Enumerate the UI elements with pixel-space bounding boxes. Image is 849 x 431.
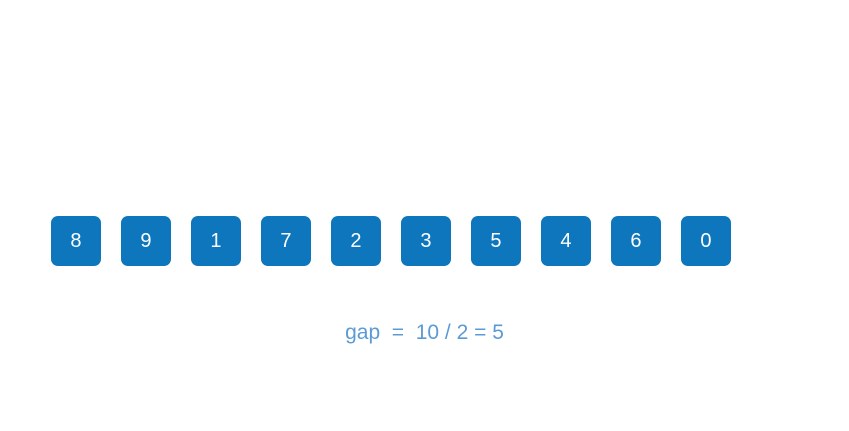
array-cell-2[interactable]: 1 [191, 216, 241, 266]
array-container: 8 9 1 7 2 3 5 4 6 0 [51, 216, 731, 266]
array-cell-value: 5 [490, 230, 502, 252]
array-cell-3[interactable]: 7 [261, 216, 311, 266]
array-cell-value: 6 [630, 230, 642, 252]
array-cell-4[interactable]: 2 [331, 216, 381, 266]
array-cell-value: 4 [560, 230, 572, 252]
array-cell-0[interactable]: 8 [51, 216, 101, 266]
array-cell-value: 9 [140, 230, 152, 252]
array-cell-value: 8 [70, 230, 82, 252]
array-cell-value: 3 [420, 230, 432, 252]
array-cell-value: 1 [210, 230, 222, 252]
array-cell-value: 2 [350, 230, 362, 252]
array-cell-5[interactable]: 3 [401, 216, 451, 266]
array-cell-6[interactable]: 5 [471, 216, 521, 266]
array-cell-7[interactable]: 4 [541, 216, 591, 266]
array-cell-value: 7 [280, 230, 292, 252]
array-cell-1[interactable]: 9 [121, 216, 171, 266]
array-cell-value: 0 [700, 230, 712, 252]
array-cell-8[interactable]: 6 [611, 216, 661, 266]
array-cell-9[interactable]: 0 [681, 216, 731, 266]
gap-formula-caption: gap = 10 / 2 = 5 [345, 321, 504, 344]
